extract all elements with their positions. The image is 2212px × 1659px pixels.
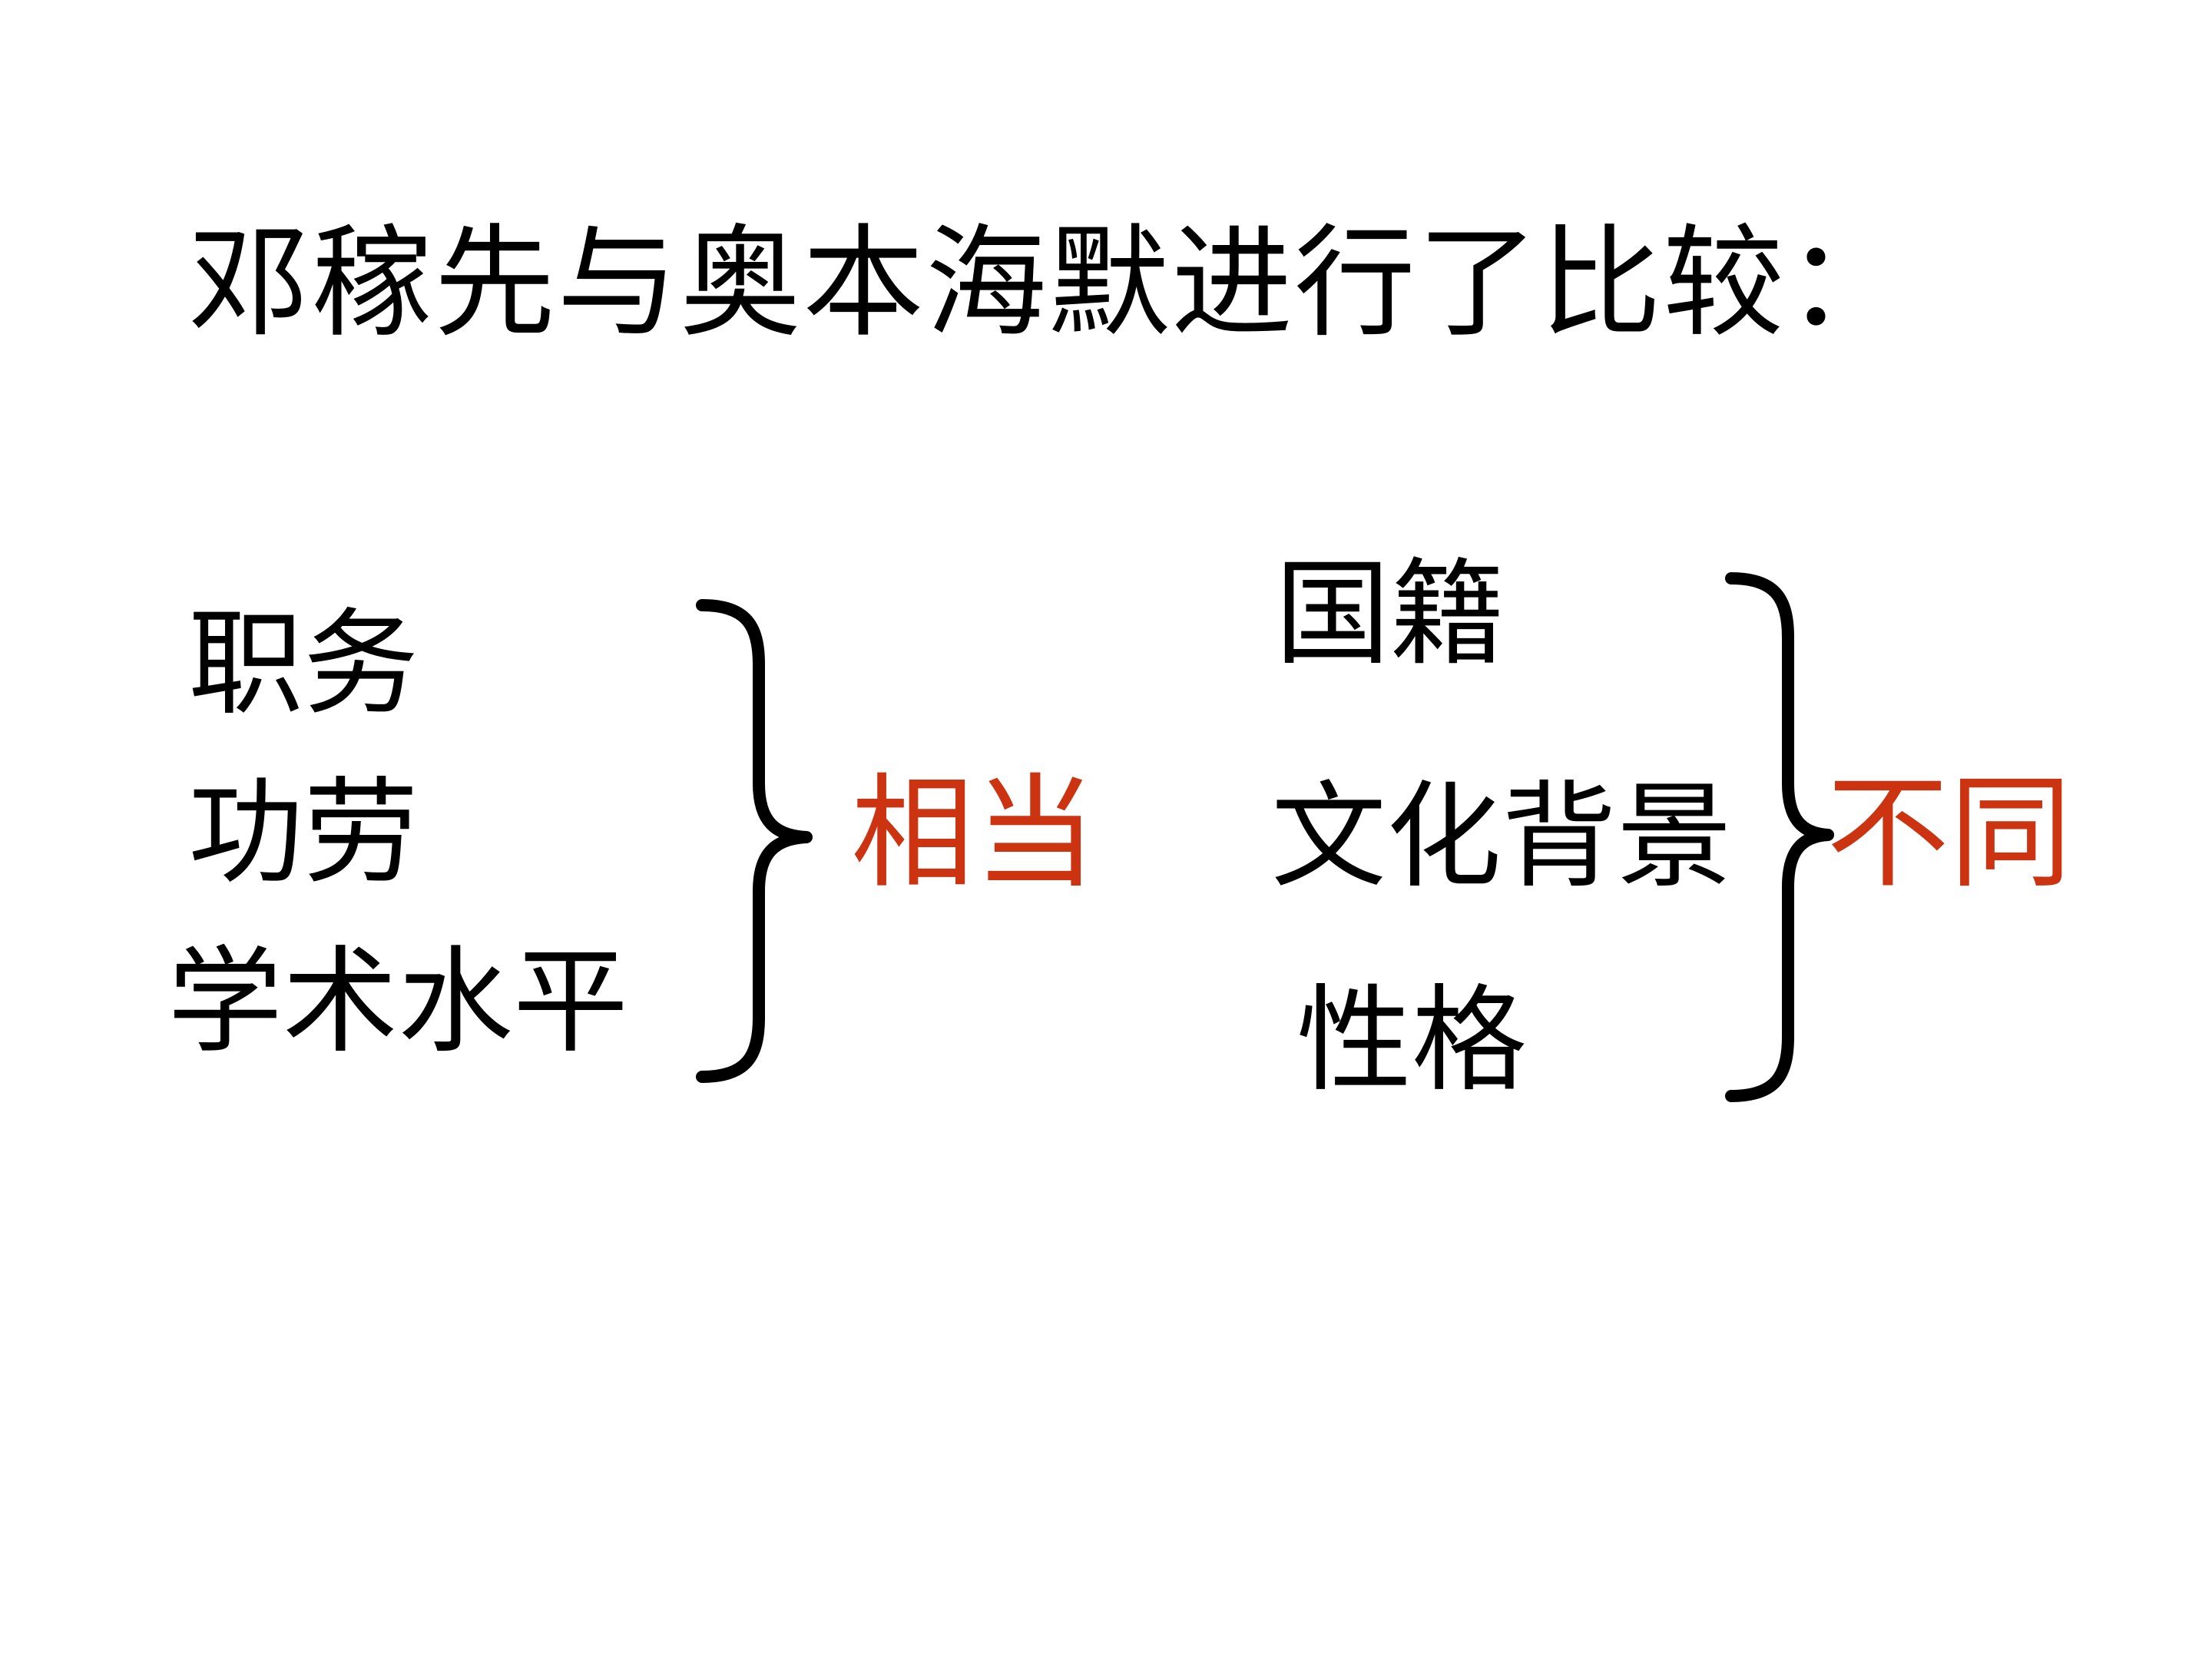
right-brace-icon xyxy=(1725,572,1834,1102)
right-item-personality: 性格 xyxy=(1296,974,1528,1108)
left-item-academic-level: 学术水平 xyxy=(167,935,629,1069)
right-item-cultural-background: 文化背景 xyxy=(1271,770,1733,904)
left-item-merit: 功劳 xyxy=(188,767,419,900)
left-result-equal: 相当 xyxy=(851,761,1098,905)
left-item-position: 职务 xyxy=(188,598,419,731)
left-brace-icon xyxy=(696,599,813,1083)
right-item-nationality: 国籍 xyxy=(1275,548,1506,681)
slide-title: 邓稼先与奥本海默进行了比较： xyxy=(188,213,1909,354)
right-result-different: 不同 xyxy=(1826,761,2073,905)
